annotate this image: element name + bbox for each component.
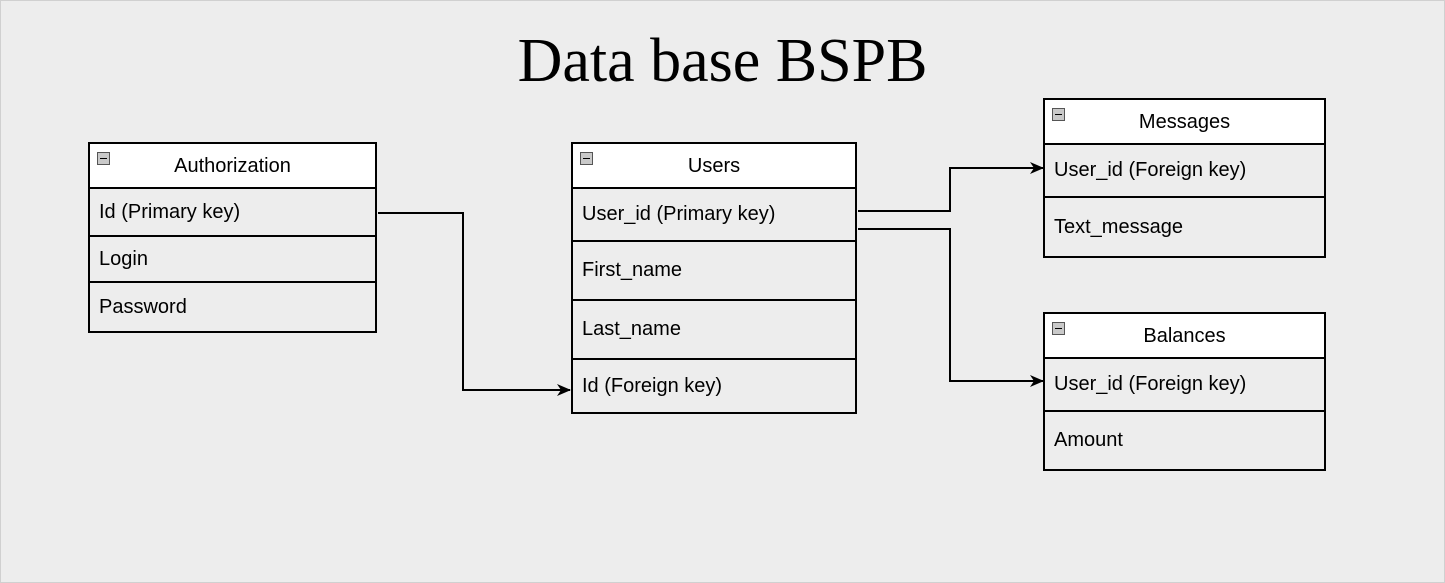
entity-header[interactable]: Authorization: [90, 144, 375, 189]
entity-name: Messages: [1138, 111, 1231, 133]
entity-header[interactable]: Balances: [1045, 314, 1324, 359]
diagram-title: Data base BSPB: [517, 27, 928, 95]
entity-field[interactable]: Amount: [1054, 429, 1123, 451]
relation-users-balances: [858, 228, 1044, 387]
entity-field[interactable]: User_id (Foreign key): [1045, 145, 1324, 198]
relation-users-messages: [858, 162, 1044, 212]
collapse-icon[interactable]: [1052, 108, 1065, 121]
entity-field[interactable]: Id (Primary key): [90, 189, 375, 237]
entity-field[interactable]: Last_name: [573, 301, 855, 360]
collapse-icon[interactable]: [1052, 322, 1065, 335]
entity-name: Balances: [1143, 325, 1226, 347]
entity-authorization[interactable]: Authorization Id (Primary key) Login Pas…: [88, 142, 377, 333]
entity-header[interactable]: Users: [573, 144, 855, 189]
entity-users[interactable]: Users User_id (Primary key) First_name L…: [571, 142, 857, 414]
entity-field[interactable]: User_id (Primary key): [573, 189, 855, 242]
entity-field[interactable]: User_id (Foreign key): [1045, 359, 1324, 412]
entity-field[interactable]: Text_message: [1054, 215, 1183, 238]
entity-name: Authorization: [174, 155, 291, 177]
entity-field[interactable]: Id (Foreign key): [582, 374, 723, 397]
entity-field[interactable]: Login: [90, 237, 375, 283]
entity-header[interactable]: Messages: [1045, 100, 1324, 145]
collapse-icon[interactable]: [97, 152, 110, 165]
entity-name: Users: [687, 155, 741, 177]
entity-balances[interactable]: Balances User_id (Foreign key) Amount: [1043, 312, 1326, 471]
entity-messages[interactable]: Messages User_id (Foreign key) Text_mess…: [1043, 98, 1326, 258]
relation-authorization-users: [378, 212, 571, 396]
collapse-icon[interactable]: [580, 152, 593, 165]
entity-field[interactable]: Password: [99, 295, 187, 318]
entity-field[interactable]: First_name: [573, 242, 855, 301]
